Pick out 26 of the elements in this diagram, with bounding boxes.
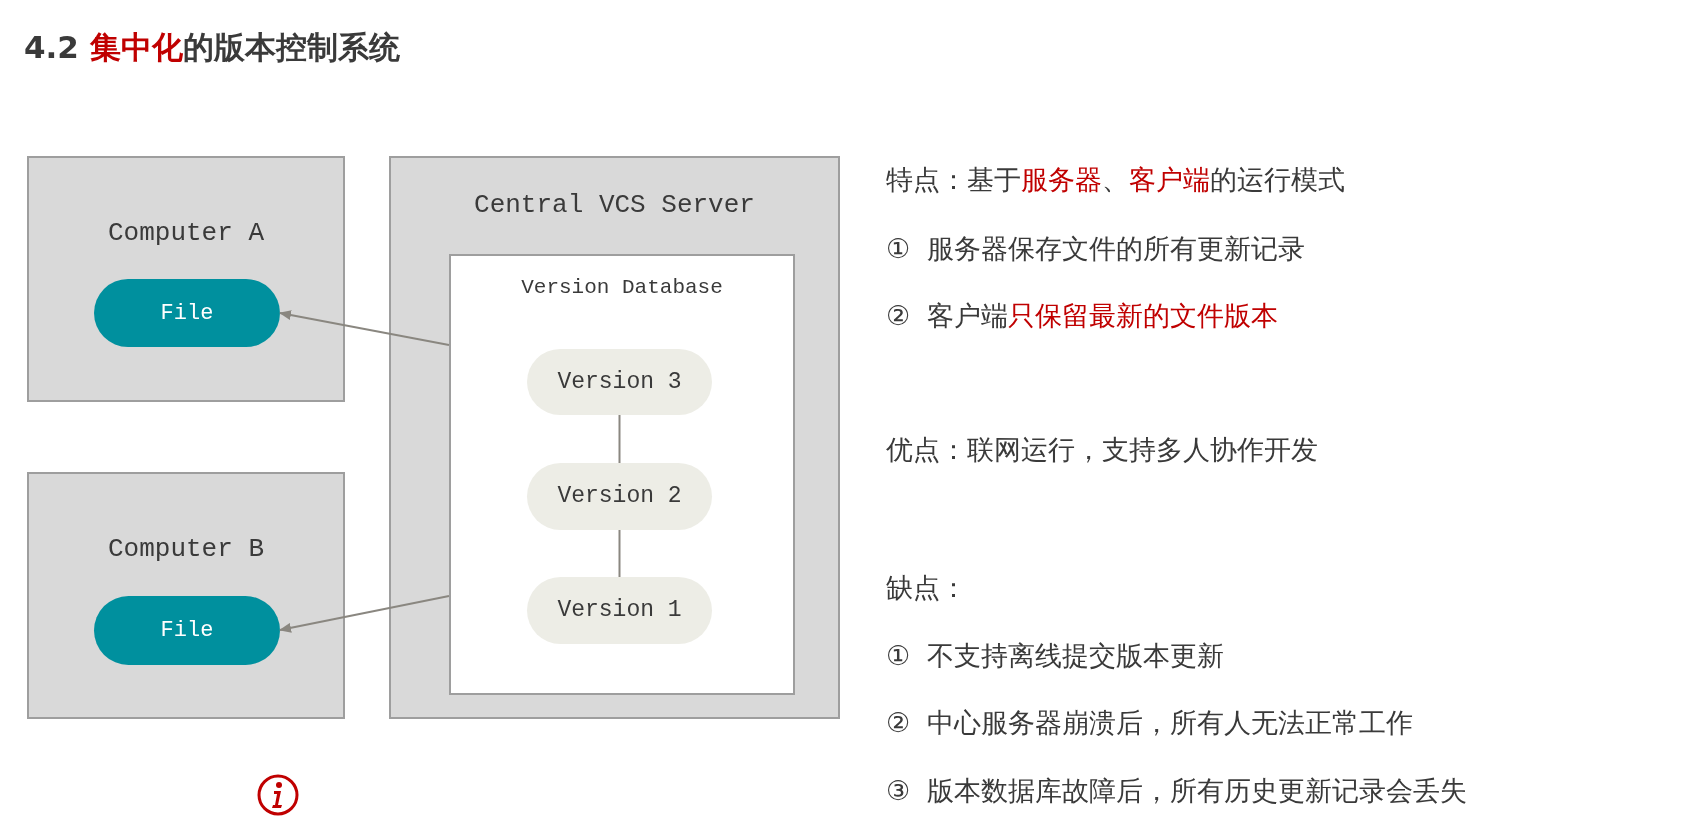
box-title: Computer B bbox=[108, 533, 264, 566]
box-title: Version Database bbox=[521, 275, 723, 301]
note-text: ① 不支持离线提交版本更新 bbox=[886, 639, 1225, 673]
pill-label: File bbox=[160, 299, 214, 328]
box-title: Central VCS Server bbox=[474, 189, 755, 222]
arrow bbox=[279, 595, 450, 633]
connector-line bbox=[618, 414, 621, 464]
arrow bbox=[279, 310, 450, 346]
box-title: Computer A bbox=[108, 217, 264, 250]
note-text: 缺点： bbox=[886, 571, 967, 605]
pill-label: Version 2 bbox=[557, 482, 682, 512]
note-text: ② 中心服务器崩溃后，所有人无法正常工作 bbox=[886, 706, 1414, 740]
connector-line bbox=[618, 529, 621, 578]
server-box bbox=[389, 156, 840, 719]
database-box bbox=[449, 254, 795, 695]
pill-label: File bbox=[160, 617, 214, 645]
page-title: 4.2 集中化的版本控制系统 bbox=[24, 28, 400, 67]
note-text: 优点：联网运行，支持多人协作开发 bbox=[886, 433, 1318, 467]
note-text: ① 服务器保存文件的所有更新记录 bbox=[886, 232, 1306, 266]
pill-label: Version 1 bbox=[557, 596, 682, 626]
computer-box bbox=[27, 472, 345, 719]
computer-box bbox=[27, 156, 345, 402]
note-text: 特点：基于服务器、客户端的运行模式 bbox=[886, 163, 1345, 197]
note-text: ② 客户端只保留最新的文件版本 bbox=[886, 299, 1279, 333]
note-text: ③ 版本数据库故障后，所有历史更新记录会丢失 bbox=[886, 774, 1468, 808]
pill-label: Version 3 bbox=[557, 367, 682, 397]
